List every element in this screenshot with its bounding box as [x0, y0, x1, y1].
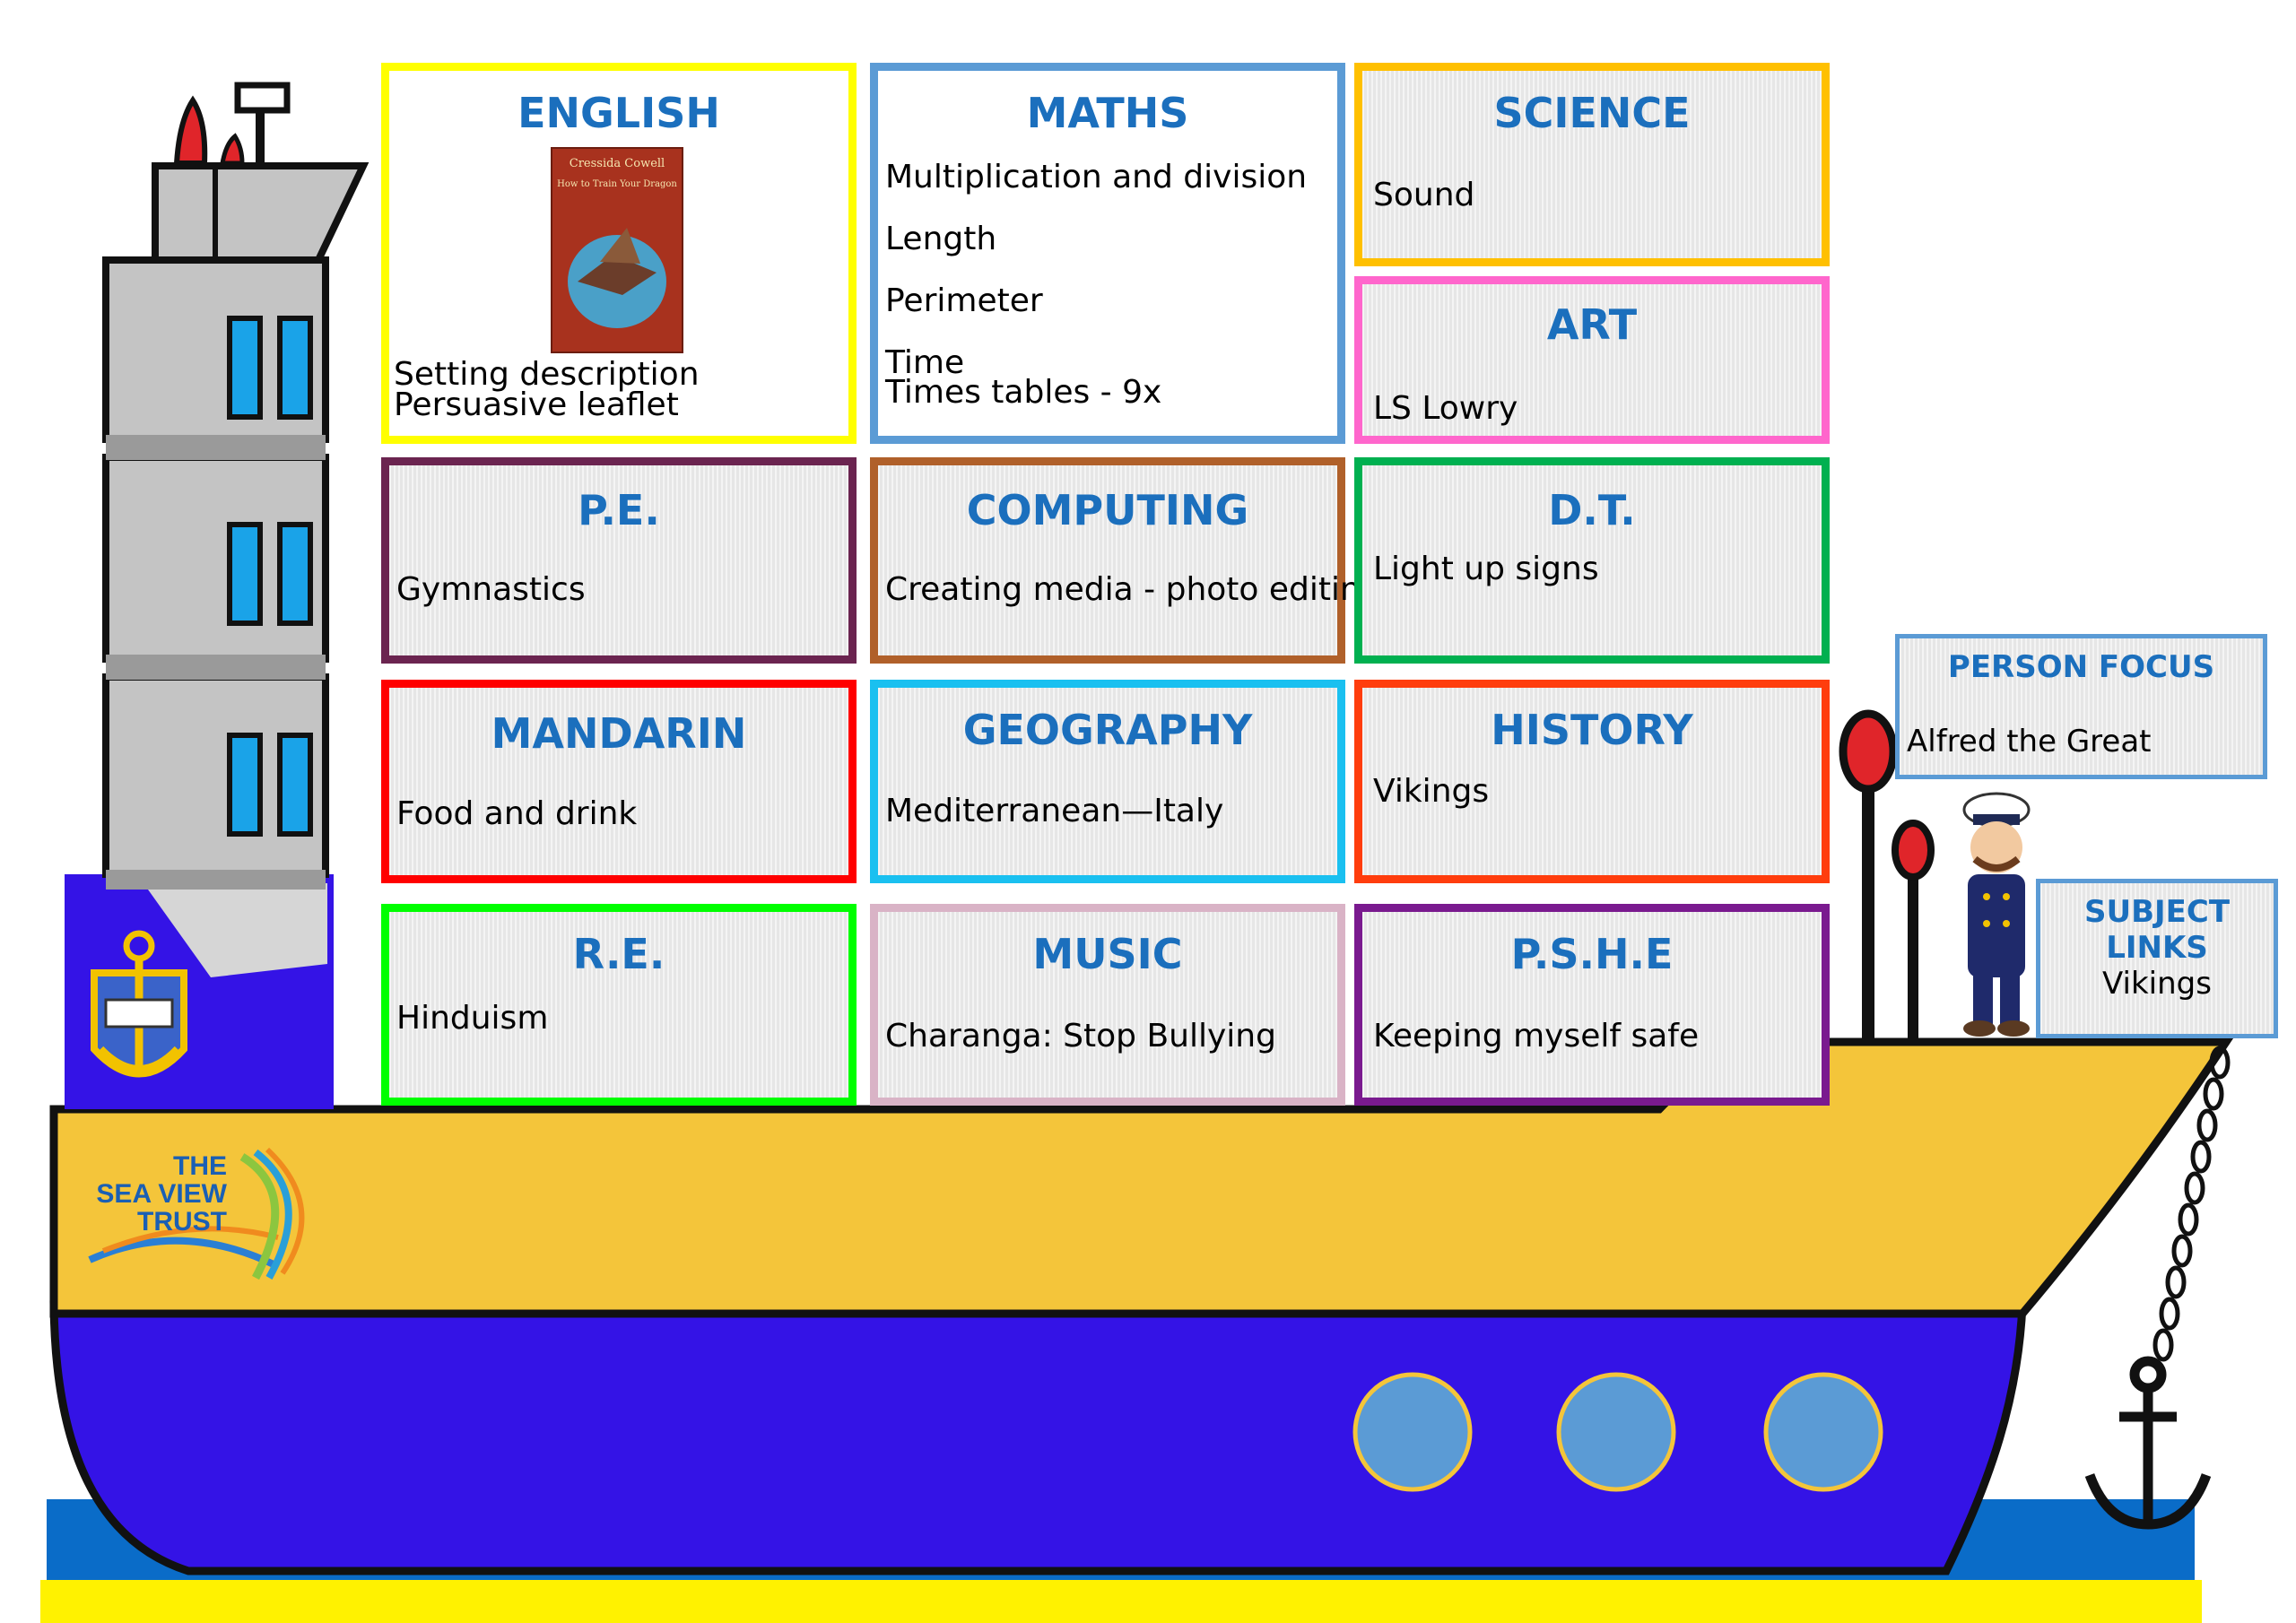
logo-line: THE: [173, 1151, 227, 1181]
music-box: MUSIC Charanga: Stop Bullying: [870, 904, 1345, 1106]
subject-line: Mediterranean—Italy: [885, 793, 1224, 829]
computing-box: COMPUTING Creating media - photo editing: [870, 457, 1381, 664]
antenna: [234, 82, 291, 114]
dt-box: D.T. Light up signs: [1354, 457, 1830, 664]
mandarin-box: MANDARIN Food and drink: [381, 680, 857, 883]
subject-title: ENGLISH: [517, 89, 720, 137]
subject-title: MUSIC: [1032, 930, 1183, 978]
subject-links-title: SUBJECT LINKS: [2083, 894, 2231, 966]
book-cover-image: Cressida Cowell How to Train Your Dragon: [551, 147, 683, 353]
subject-line: Charanga: Stop Bullying: [885, 1018, 1276, 1055]
anchor-icon: [2084, 1356, 2212, 1530]
person-focus-title: PERSON FOCUS: [1947, 649, 2215, 685]
subject-line: Multiplication and division: [885, 159, 1308, 195]
tower-top: [152, 162, 370, 264]
geography-box: GEOGRAPHY Mediterranean—Italy: [870, 680, 1345, 883]
subject-title: R.E.: [572, 930, 665, 978]
subject-line: LS Lowry: [1373, 390, 1518, 427]
subject-line: Perimeter: [885, 282, 1043, 319]
window: [227, 733, 263, 837]
window: [227, 522, 263, 626]
captain-figure: [1962, 792, 2031, 1037]
window: [277, 522, 313, 626]
subject-title: MATHS: [1026, 89, 1189, 137]
mast-light: [1892, 820, 1935, 881]
mast-light: [1839, 709, 1898, 794]
history-box: HISTORY Vikings: [1354, 680, 1830, 883]
subject-title: P.E.: [578, 486, 660, 534]
subject-title: GEOGRAPHY: [962, 706, 1253, 754]
subject-line: Light up signs: [1373, 551, 1599, 587]
porthole: [1763, 1372, 1883, 1492]
sea-view-trust-logo: THE SEA VIEW TRUST: [85, 1152, 227, 1236]
window: [227, 316, 263, 420]
pshe-box: P.S.H.E Keeping myself safe: [1354, 904, 1830, 1106]
subject-line: Sound: [1373, 177, 1475, 213]
subject-line: Keeping myself safe: [1373, 1018, 1700, 1055]
subject-line: Food and drink: [396, 795, 638, 832]
porthole: [1352, 1372, 1473, 1492]
subject-line: Vikings: [1373, 773, 1490, 810]
person-focus-box: PERSON FOCUS Alfred the Great: [1895, 634, 2267, 779]
subject-links-box: SUBJECT LINKS Vikings: [2036, 879, 2278, 1038]
subject-line: Gymnastics: [396, 571, 586, 608]
subject-line: Creating media - photo editing: [885, 571, 1381, 608]
porthole: [1556, 1372, 1676, 1492]
subject-line: Hinduism: [396, 1000, 549, 1037]
subject-title: COMPUTING: [966, 486, 1249, 534]
subject-title: ART: [1546, 300, 1638, 349]
subject-line: Time: [885, 344, 965, 381]
subject-links-value: Vikings: [2102, 966, 2212, 1002]
subject-line: Length: [885, 221, 997, 257]
subject-title: SCIENCE: [1493, 89, 1691, 137]
subject-title: MANDARIN: [491, 709, 747, 758]
book-author: Cressida Cowell: [570, 157, 665, 170]
sand-strip: [40, 1580, 2202, 1623]
subject-line: Persuasive leaflet: [394, 386, 679, 423]
subject-title: P.S.H.E: [1510, 930, 1674, 978]
sea-view-trust-logo-icon: [88, 1147, 305, 1280]
logo-line: SEA VIEW: [96, 1179, 227, 1209]
anchor-crest-icon: [91, 930, 187, 1078]
maths-box: MATHS Multiplication and division Length…: [870, 63, 1345, 444]
subject-line: Times tables - 9x: [885, 374, 1162, 411]
person-focus-value: Alfred the Great: [1907, 724, 2152, 759]
pe-box: P.E. Gymnastics: [381, 457, 857, 664]
tower-ramp: [144, 883, 327, 977]
anchor-chain: [2152, 1046, 2231, 1362]
subject-title: D.T.: [1548, 486, 1636, 534]
english-box: ENGLISH Cressida Cowell How to Train You…: [381, 63, 857, 444]
subject-title: HISTORY: [1491, 706, 1693, 754]
re-box: R.E. Hinduism: [381, 904, 857, 1106]
window: [277, 733, 313, 837]
logo-line: TRUST: [137, 1207, 227, 1237]
hull-blue: [49, 1300, 2027, 1575]
subject-line: Setting description: [394, 356, 700, 393]
funnel-flame: [173, 95, 208, 166]
science-box: SCIENCE Sound: [1354, 63, 1830, 266]
book-title: How to Train Your Dragon: [557, 179, 677, 189]
window: [277, 316, 313, 420]
art-box: ART LS Lowry: [1354, 276, 1830, 444]
